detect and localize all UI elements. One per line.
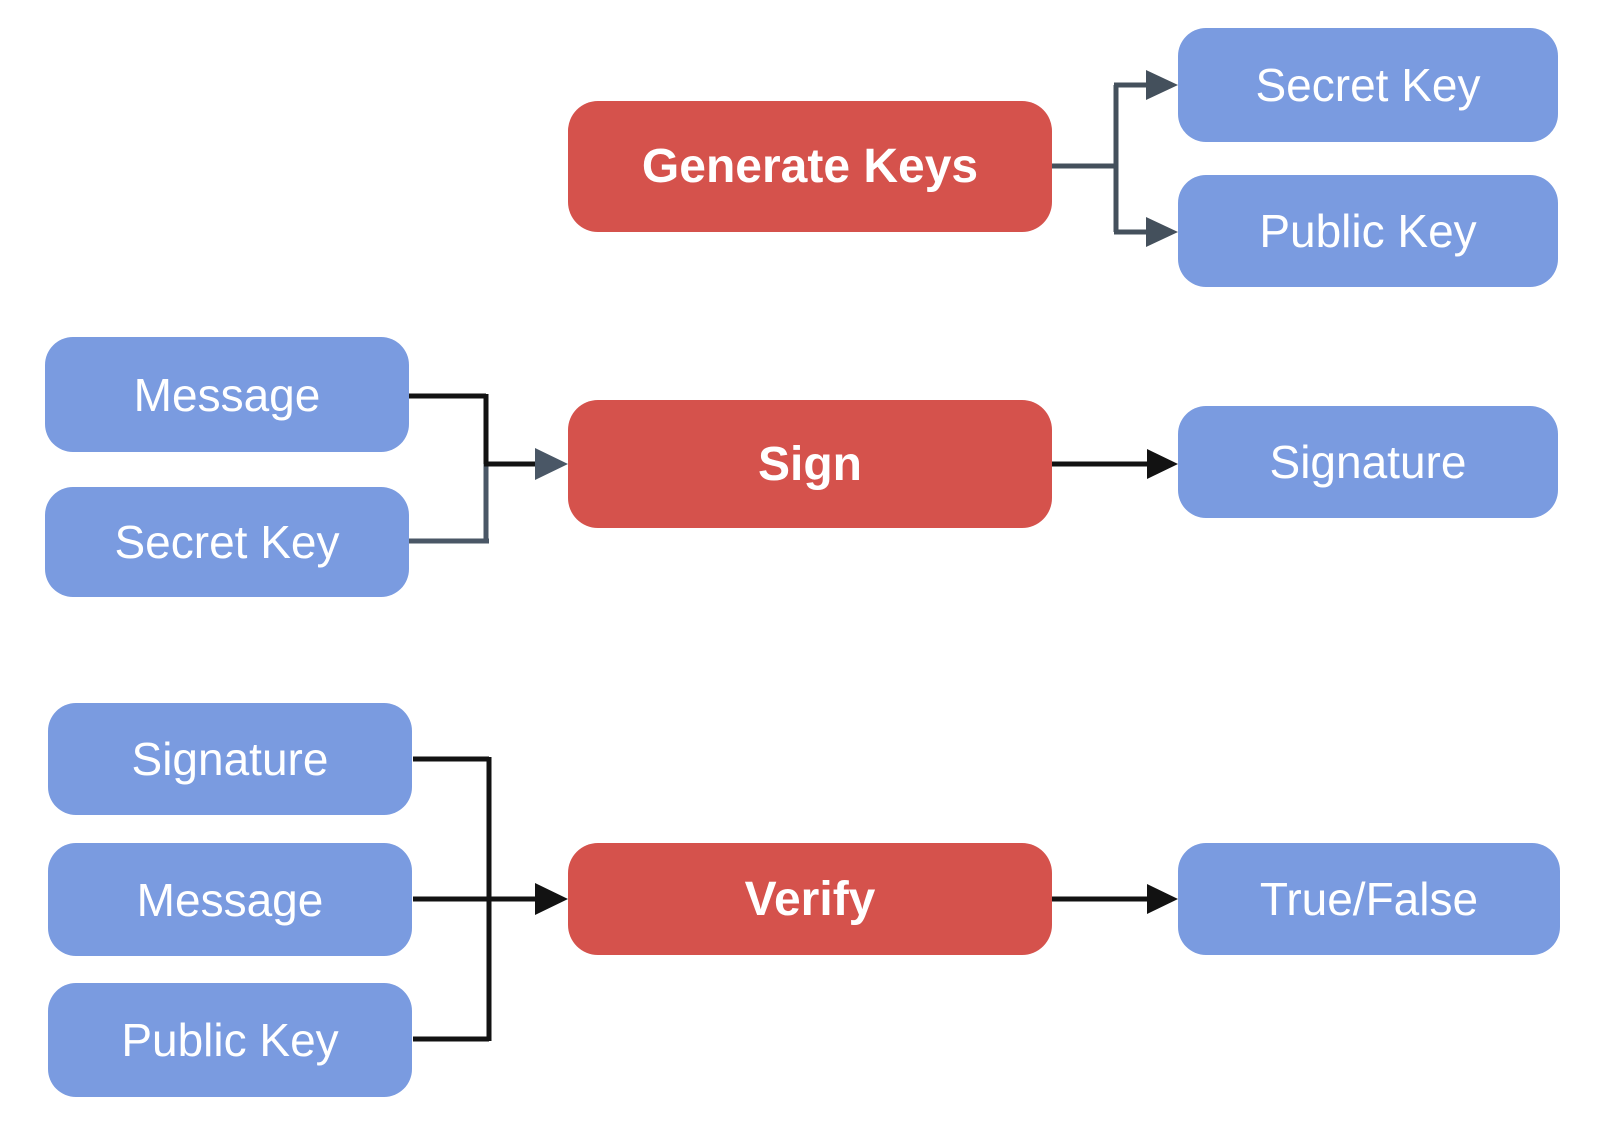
node-message-verify-input-label: Message [136, 873, 324, 926]
node-signature-verify-input: Signature [48, 703, 412, 815]
node-secret-key-sign-input: Secret Key [45, 487, 409, 597]
arrowhead-signature-icon [1147, 449, 1178, 479]
node-message-verify-input: Message [48, 843, 412, 956]
node-signature-output: Signature [1178, 406, 1558, 518]
node-sign: Sign [568, 400, 1052, 528]
node-public-key-verify-input: Public Key [48, 983, 412, 1097]
node-public-key-output: Public Key [1178, 175, 1558, 287]
arrowhead-publickey-icon [1146, 217, 1178, 247]
node-public-key-verify-input-label: Public Key [121, 1014, 339, 1066]
node-sign-label: Sign [758, 437, 862, 491]
node-signature-output-label: Signature [1269, 436, 1467, 488]
node-true-false: True/False [1178, 843, 1560, 955]
node-message-sign-input-label: Message [133, 368, 321, 421]
node-public-key-output-label: Public Key [1259, 205, 1477, 257]
node-message-sign-input: Message [45, 337, 409, 452]
node-secret-key-output-label: Secret Key [1255, 59, 1481, 111]
node-secret-key-output: Secret Key [1178, 28, 1558, 142]
arrowhead-truefalse-icon [1147, 884, 1178, 914]
arrowhead-secretkey-icon [1146, 70, 1178, 100]
node-signature-verify-input-label: Signature [131, 733, 329, 785]
node-generate-keys-label: Generate Keys [641, 140, 979, 193]
node-secret-key-sign-input-label: Secret Key [114, 516, 340, 568]
arrowhead-verify-icon [535, 883, 568, 915]
node-true-false-label: True/False [1259, 873, 1479, 925]
node-verify-label: Verify [744, 872, 876, 926]
node-generate-keys: Generate Keys [568, 101, 1052, 232]
node-verify: Verify [568, 843, 1052, 955]
arrowhead-sign-icon [535, 448, 568, 480]
